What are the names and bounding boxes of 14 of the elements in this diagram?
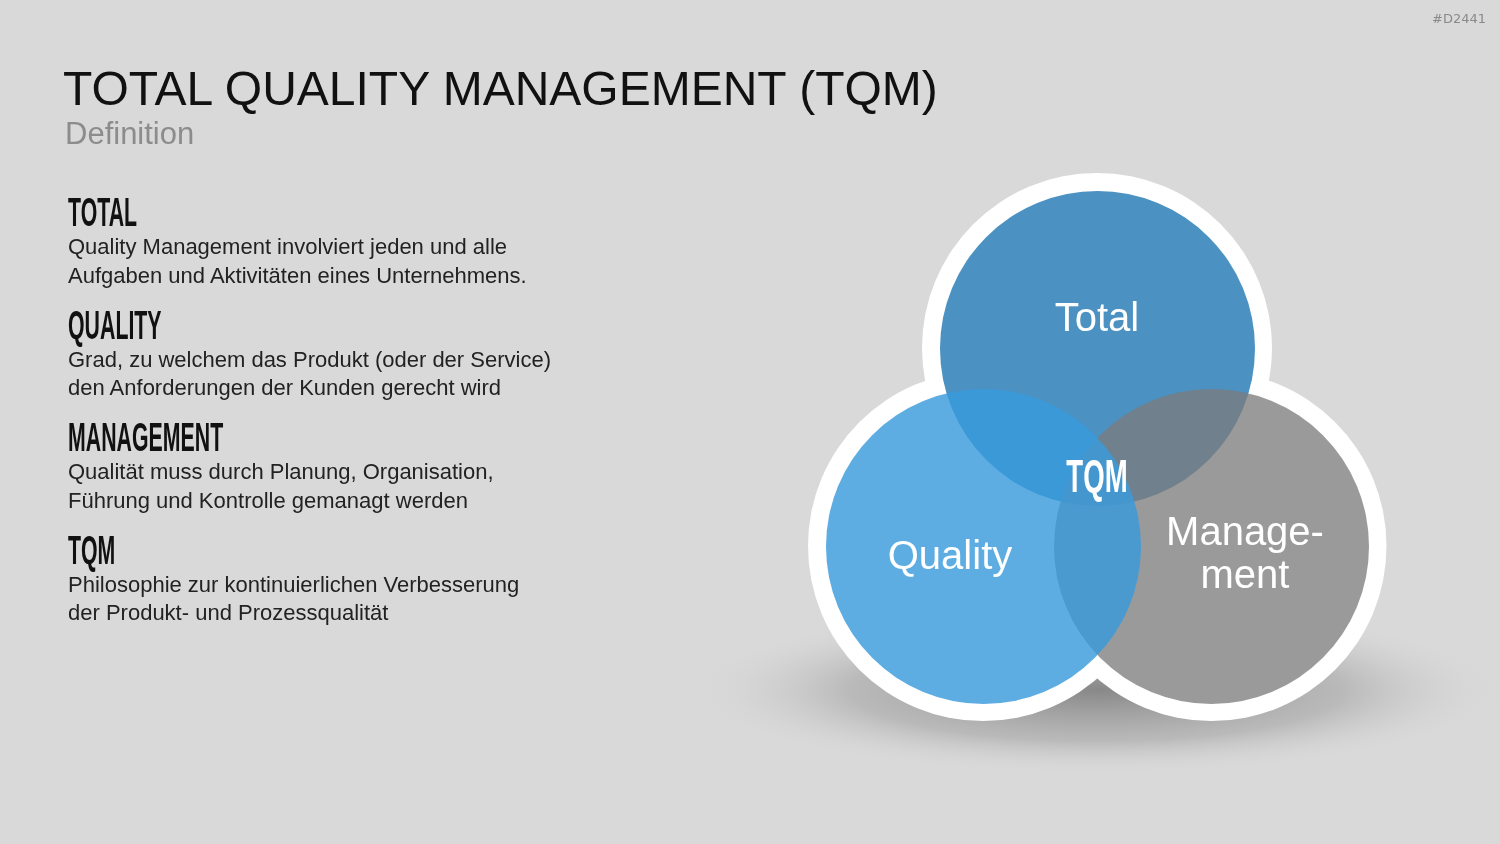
subtitle: Definition: [65, 115, 195, 153]
section-text: Philosophie zur kontinuierlichen Verbesserung der Produkt- und Prozessqualität: [68, 571, 521, 627]
circle-label: Manage- ment: [1165, 509, 1325, 596]
section-text: Grad, zu welchem das Produkt (oder der Service) den Anforderungen der Kunden gerecht wird: [68, 346, 552, 402]
section-heading: MANAGEMENT: [68, 417, 224, 458]
section-heading: TQM: [68, 529, 116, 571]
section-text: Qualität muss durch Planung, Organisation, Führung und Kontrolle gemanagt werden: [68, 458, 495, 515]
slide-id: #D2441: [1432, 11, 1486, 26]
section-heading: TOTAL: [68, 192, 138, 233]
section-text: Quality Management involviert jeden und alle Aufgaben und Aktivitäten eines Unternehmens.: [68, 233, 528, 290]
circle-label: Total: [1053, 295, 1141, 338]
section-heading: QUALITY: [68, 304, 162, 346]
title: TOTAL QUALITY MANAGEMENT (TQM): [63, 61, 938, 117]
circle-label: Quality: [886, 533, 1014, 576]
